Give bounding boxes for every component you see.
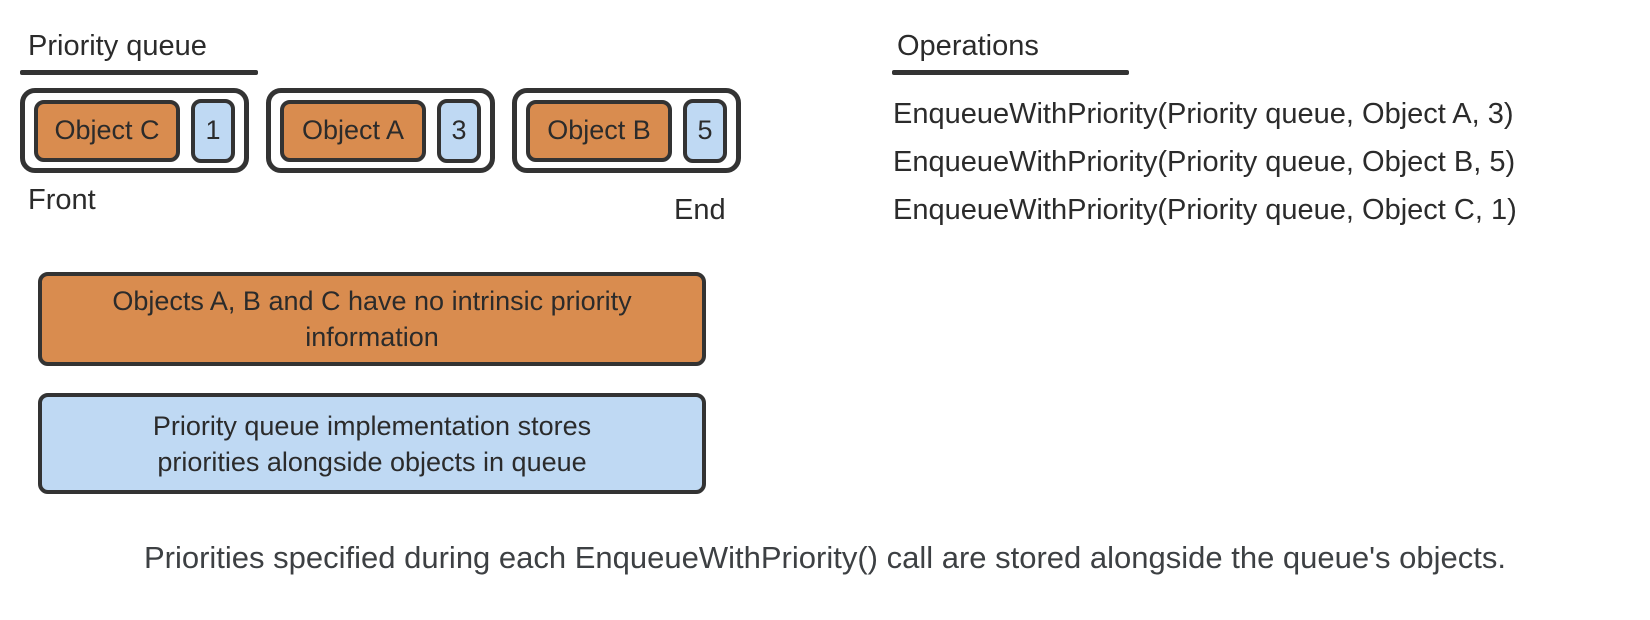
priority-queue-title-underline [20,70,258,75]
queue-row: Object C 1 Object A 3 Object B 5 [20,88,741,173]
operations-title: Operations [897,30,1039,62]
priority-box: 3 [437,98,481,163]
object-box: Object C [34,99,180,162]
priority-box: 5 [683,98,727,163]
queue-slot: Object C 1 [20,88,249,173]
callout-text: Objects A, B and C have no intrinsic pri… [112,286,632,352]
priority-queue-title: Priority queue [28,30,207,62]
object-box: Object A [280,99,426,162]
diagram-caption: Priorities specified during each Enqueue… [143,540,1507,575]
queue-slot: Object B 5 [512,88,741,173]
operation-call: EnqueueWithPriority(Priority queue, Obje… [893,98,1514,130]
operation-call: EnqueueWithPriority(Priority queue, Obje… [893,194,1517,226]
object-box: Object B [526,99,672,162]
callout-text: Priority queue implementation stores pri… [152,410,592,477]
end-label: End [674,194,726,226]
queue-slot: Object A 3 [266,88,495,173]
operation-call: EnqueueWithPriority(Priority queue, Obje… [893,146,1516,178]
front-label: Front [28,184,96,216]
priority-box: 1 [191,98,235,163]
callout-no-intrinsic-priority: Objects A, B and C have no intrinsic pri… [38,272,706,366]
callout-stores-priorities: Priority queue implementation stores pri… [38,393,706,494]
operations-title-underline [892,70,1129,75]
operations-list: EnqueueWithPriority(Priority queue, Obje… [893,90,1517,234]
